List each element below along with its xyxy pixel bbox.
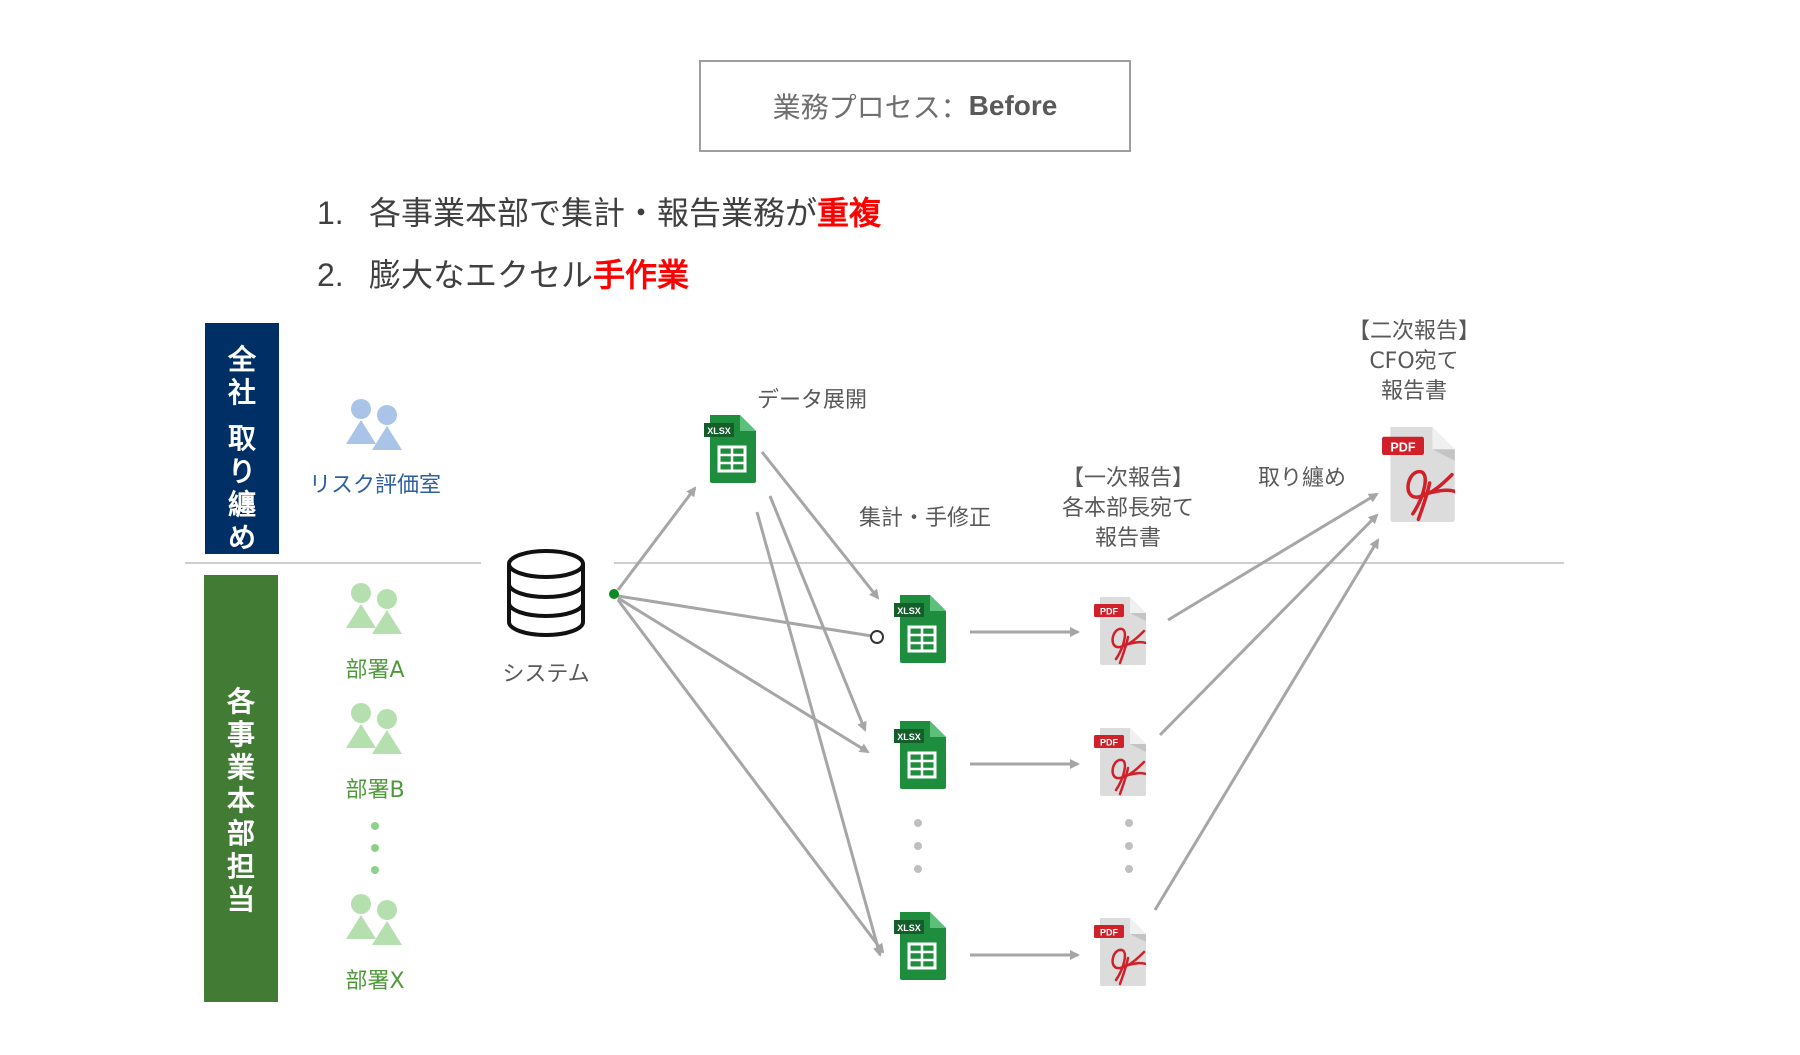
system-label: システム [502,662,590,687]
lane-divisions: 各事業本部担当 [204,575,278,1002]
lane-divider-right [614,562,1564,564]
arrow-system-to-xlsx-1 [617,594,873,638]
svg-text:PDF: PDF [1390,440,1415,454]
arrow-data-to-xlsx-2 [768,495,867,732]
title-prefix: 業務プロセス： [772,91,969,124]
connector-dot [609,589,619,599]
lane-corporate-label-1: 全社 [227,343,256,409]
connector-ring [870,630,884,644]
svg-text:XLSX: XLSX [897,923,921,933]
issue-number: 2. [317,257,344,293]
issue-text: 各事業本部で集計・報告業務が [369,194,818,232]
people-icon [346,399,402,450]
svg-text:XLSX: XLSX [707,426,731,436]
pdf-icon-row-3: PDF [1094,918,1146,986]
issue-item-2: 2. 膨大なエクセル手作業 [317,250,689,296]
svg-text:PDF: PDF [1100,607,1119,617]
arrow-system-to-xlsx-2 [617,596,870,754]
lane-corporate-label-2: 取り纏め [227,422,256,554]
arrow-pdf-to-cfo-1 [1167,492,1379,622]
arrow-data-to-xlsx-3 [755,511,883,957]
database-icon [507,549,585,637]
pdf-icon-row-1: PDF [1094,597,1146,665]
people-icon [346,583,402,634]
people-icon [346,894,402,945]
arrow-pdf-to-cfo-3 [1153,538,1380,911]
arrow-system-to-data [616,486,697,591]
aggregate-label: 集計・手修正 [858,506,992,531]
people-icon [346,703,402,754]
arrow-pdf-to-cfo-2 [1158,513,1379,737]
title-emphasis: Before [968,90,1058,121]
lane-corporate: 全社 取り纏め [205,323,279,554]
xlsx-icon-row-1: XLSX [894,595,946,663]
lane-divisions-label: 各事業本部担当 [226,685,255,916]
arrow-data-to-xlsx-1 [760,451,880,600]
issue-item-1: 1. 各事業本部で集計・報告業務が重複 [317,188,881,234]
svg-text:PDF: PDF [1100,738,1119,748]
title-box: 業務プロセス：Before [699,60,1131,152]
issue-highlight: 手作業 [593,256,690,294]
issue-number: 1. [317,195,344,231]
svg-text:PDF: PDF [1100,928,1119,938]
pdf-icon-row-2: PDF [1094,728,1146,796]
xlsx-icon-row-2: XLSX [894,721,946,789]
actor-label: 部署A [345,658,405,683]
actor-label: 部署X [345,969,405,994]
issue-highlight: 重複 [817,194,882,232]
data-expand-label: データ展開 [756,388,868,413]
arrow-system-to-xlsx-3 [616,599,885,954]
actor-label: リスク評価室 [308,473,442,498]
xlsx-icon-data-expand: XLSX [704,415,756,483]
second-report-label: 【二次報告】 CFO宛て 報告書 [1347,319,1481,404]
issue-text: 膨大なエクセル [369,256,594,294]
first-report-label: 【一次報告】 各本部長宛て 報告書 [1061,466,1195,551]
consolidate-label: 取り纏め [1257,466,1347,491]
svg-text:XLSX: XLSX [897,606,921,616]
pdf-icon-cfo-report: PDF [1382,427,1455,523]
actor-label: 部署B [345,778,405,803]
lane-divider-left [185,562,481,564]
xlsx-icon-row-3: XLSX [894,912,946,980]
svg-text:XLSX: XLSX [897,732,921,742]
